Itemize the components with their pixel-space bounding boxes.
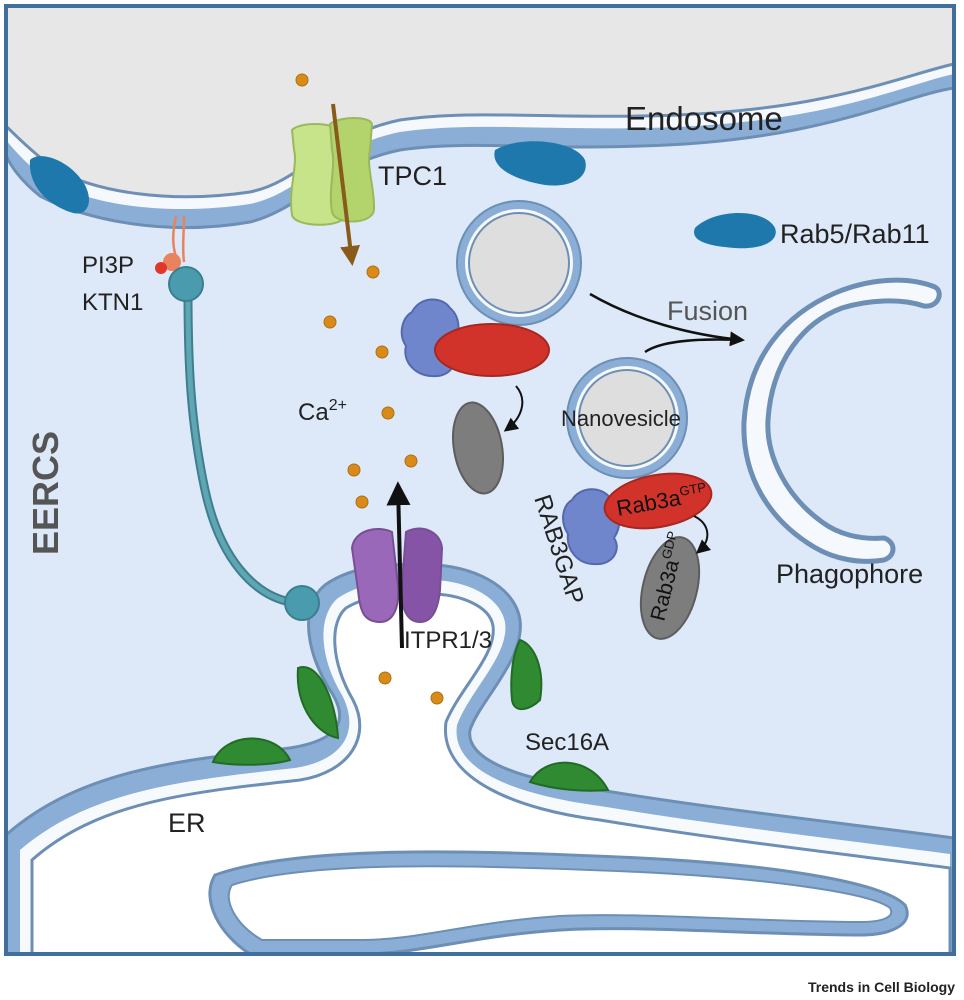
- sec16a-proteins: [211, 638, 610, 792]
- fusion-arrow-branch: [644, 338, 741, 354]
- ktn1-er-anchor: [284, 585, 320, 621]
- phagophore-label: Phagophore: [776, 559, 923, 589]
- rab5-rab11-proteins: [29, 141, 776, 249]
- fusion-arrow: [589, 292, 745, 347]
- rab3a-gdp-label-superscript: GDP: [659, 530, 680, 561]
- calcium-label: Ca2+: [298, 397, 347, 426]
- er-label: ER: [168, 808, 206, 838]
- nanovesicle: [566, 357, 688, 479]
- sec16a-label: Sec16A: [525, 729, 609, 756]
- gtp-hydrolysis-arrow: [693, 515, 712, 554]
- rab3a-gdp-protein: [639, 536, 701, 640]
- calcium-ions: [295, 73, 444, 705]
- pi3p-dot: [155, 262, 167, 274]
- eercs-label: EERCS: [25, 431, 66, 555]
- endosome-label: Endosome: [625, 100, 783, 137]
- ktn1-tether: [168, 266, 320, 621]
- nanovesicle-label: Nanovesicle: [561, 406, 681, 431]
- calcium-label-superscript: 2+: [329, 397, 347, 414]
- pi3p-tether: [155, 215, 186, 274]
- upper-gtp-hydrolysis-arrow: [503, 385, 524, 432]
- phagophore: [741, 277, 942, 564]
- pi3p-label: PI3P: [82, 252, 134, 279]
- journal-credit: Trends in Cell Biology: [808, 979, 955, 995]
- rab3a-gtp-protein: [603, 472, 713, 530]
- tpc1-channel: [290, 103, 376, 266]
- rab5-rab11-label: Rab5/Rab11: [780, 219, 930, 249]
- fusion-label: Fusion: [667, 296, 748, 326]
- calcium-label-base: Ca: [298, 399, 329, 426]
- endoplasmic-reticulum: [4, 563, 956, 956]
- ktn1-endosome-anchor: [168, 266, 204, 302]
- itpr-channel: [350, 481, 444, 649]
- rab3a-gtp-label-superscript: GTP: [678, 479, 707, 498]
- cell-frame: [4, 4, 956, 956]
- tpc1-label: TPC1: [378, 161, 447, 191]
- itpr-label: ITPR1/3: [404, 627, 492, 654]
- ktn1-label: KTN1: [82, 289, 143, 316]
- upper-rab3a-gdp: [452, 401, 504, 495]
- upper-vesicle: [456, 200, 582, 326]
- upper-rab3a-gtp: [434, 323, 550, 377]
